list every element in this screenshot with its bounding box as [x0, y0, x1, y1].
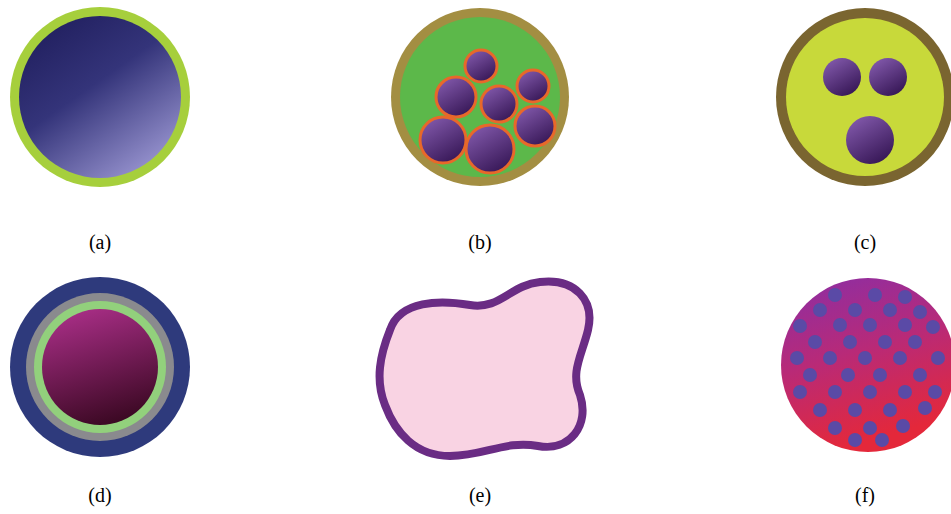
panel-label: (f) — [855, 484, 875, 506]
panel-label: (b) — [468, 231, 491, 253]
panel-label-holder: (e) — [469, 484, 491, 507]
panel-label-holder: (f) — [855, 484, 875, 507]
panel-label: (a) — [89, 231, 111, 253]
cell-f — [781, 278, 951, 452]
panel-label: (d) — [88, 484, 111, 506]
panel-label-holder: (d) — [88, 484, 111, 507]
cell-d — [10, 277, 190, 457]
panel-label-holder: (b) — [468, 231, 491, 254]
panel-label-holder: (a) — [89, 231, 111, 254]
cell-e — [380, 282, 590, 456]
panel-label-holder: (c) — [854, 231, 876, 254]
cell-b — [391, 8, 569, 186]
panel-label: (c) — [854, 231, 876, 253]
cell-c — [776, 8, 951, 186]
cell-a — [10, 7, 190, 187]
panel-label: (e) — [469, 484, 491, 506]
